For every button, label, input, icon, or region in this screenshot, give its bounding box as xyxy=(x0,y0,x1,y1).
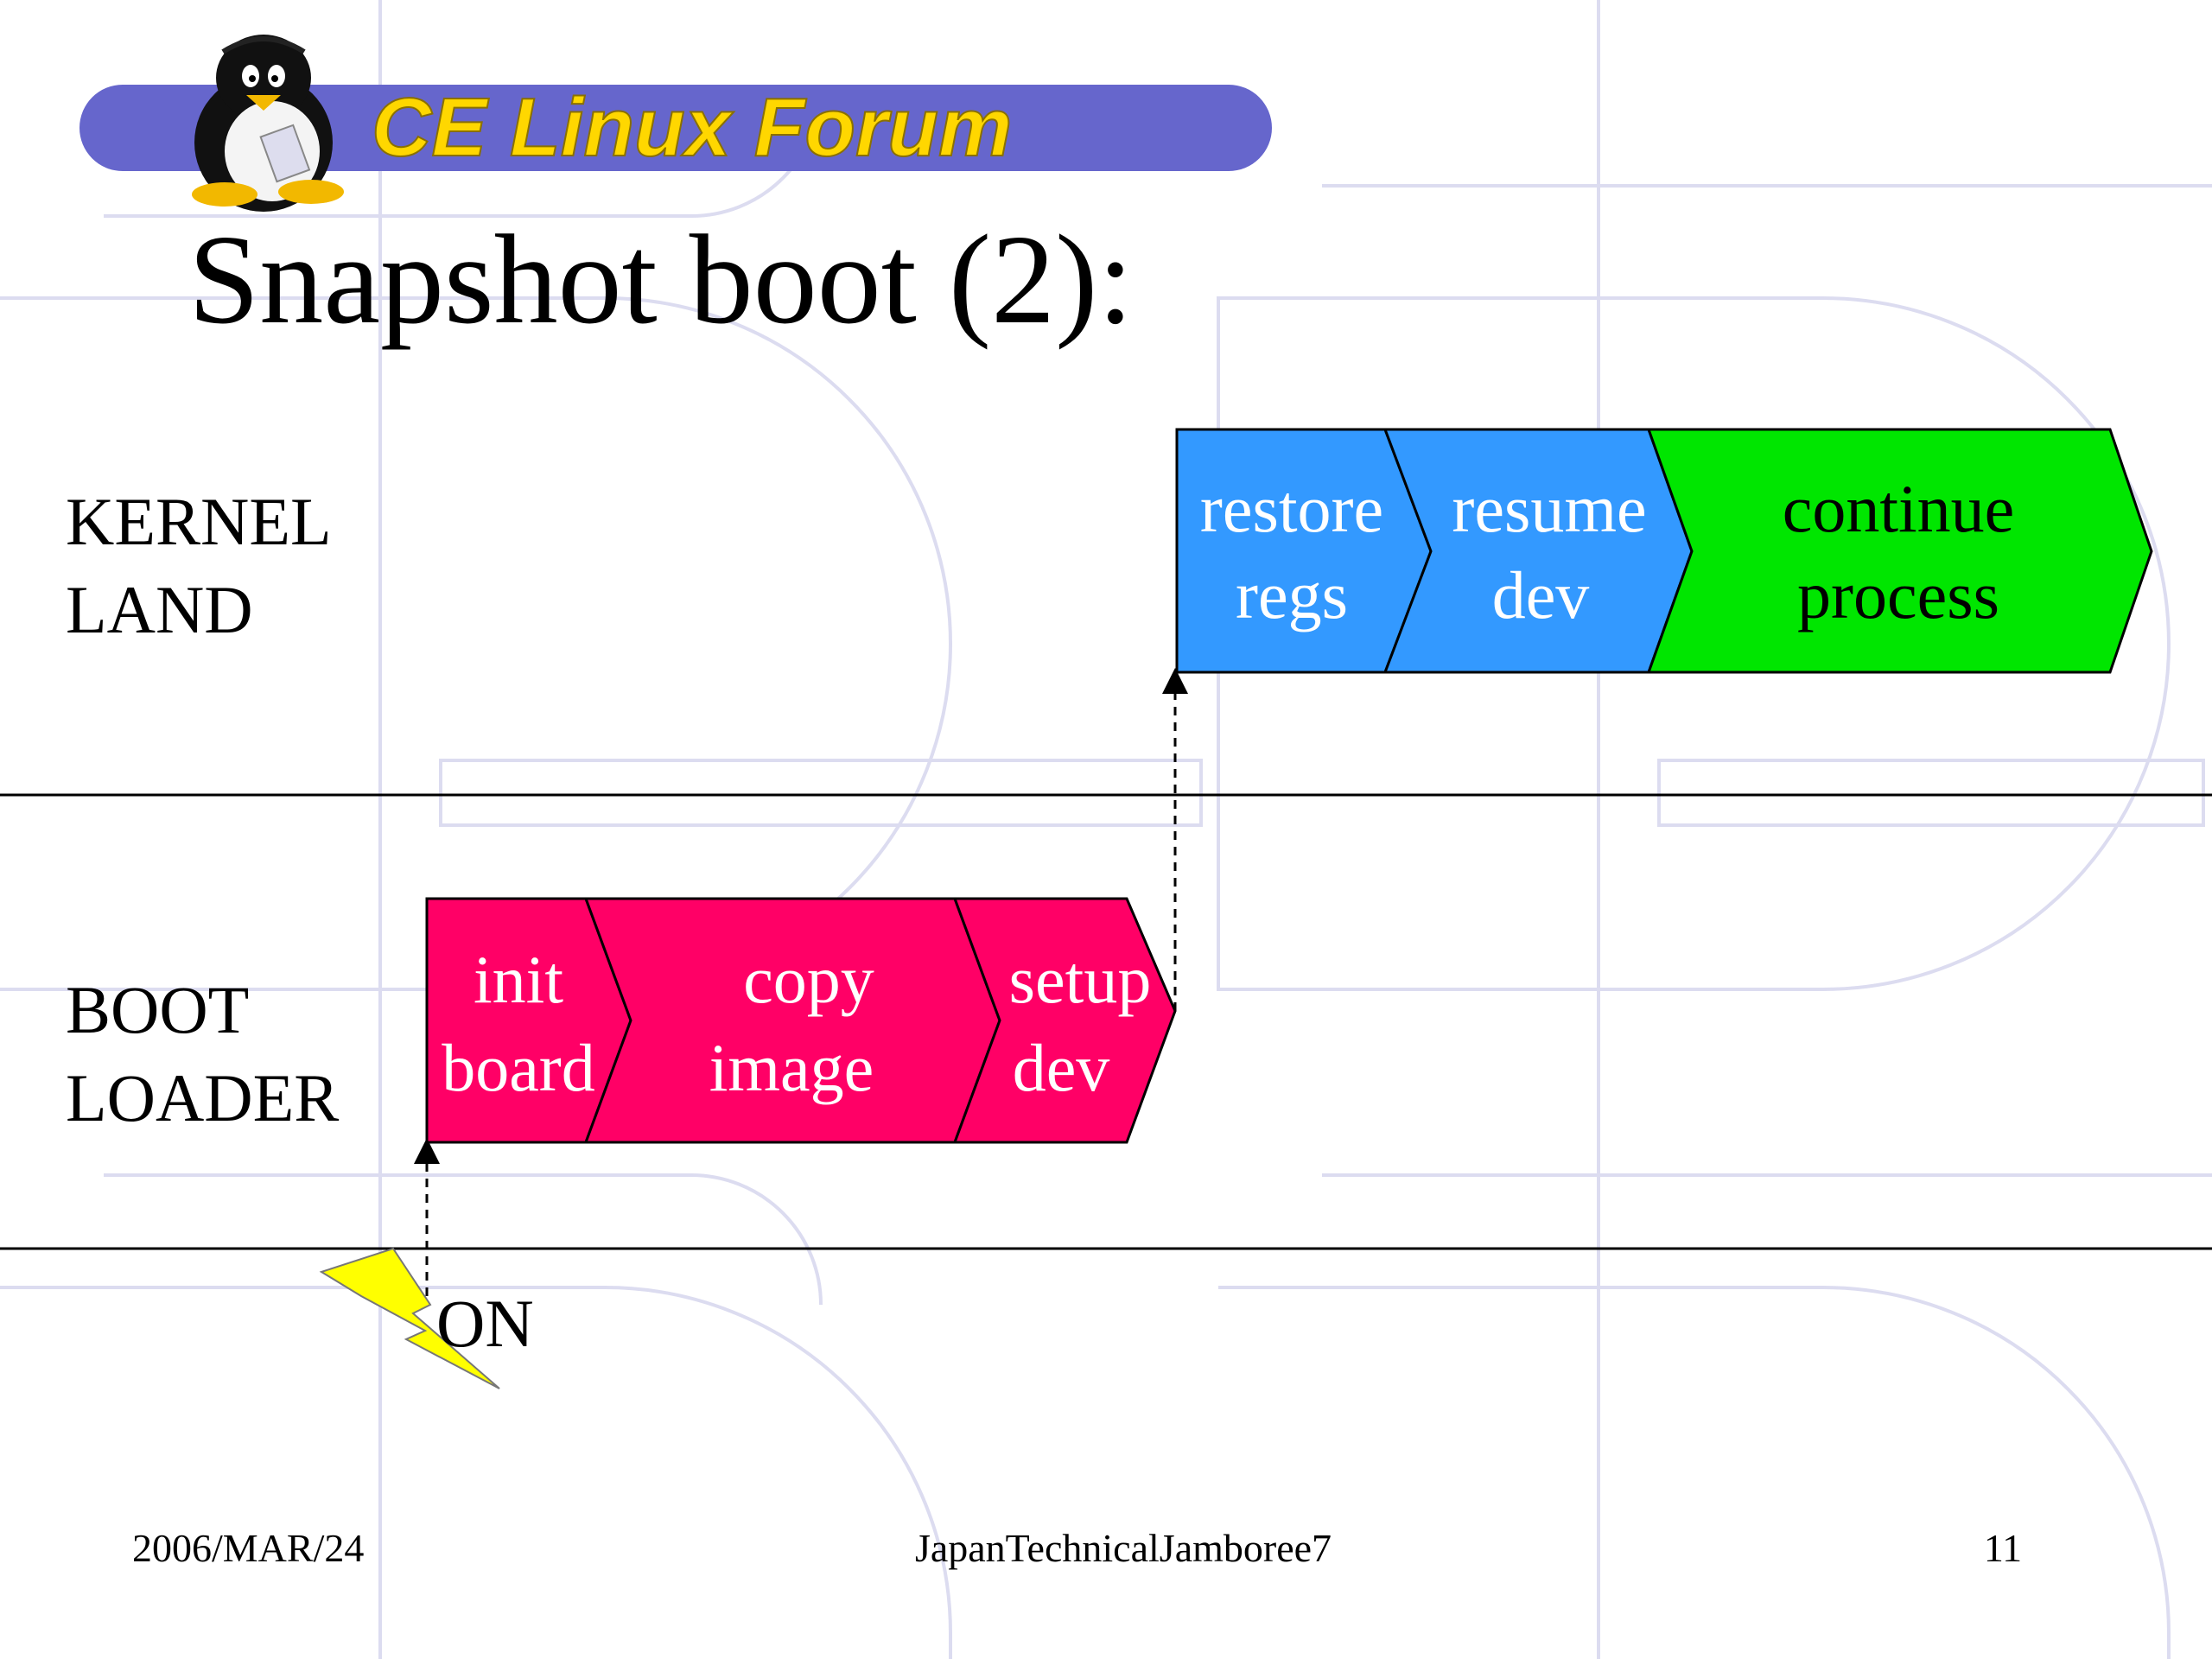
step-continue-process-line2: process xyxy=(1797,557,1999,632)
step-copy-image-line1: copy xyxy=(743,942,874,1017)
logo-banner xyxy=(79,85,1272,171)
boot-step-labels: init board copy image setup dev xyxy=(442,942,1151,1105)
step-resume-dev xyxy=(1382,428,1694,674)
footer-event: JapanTechnicalJamboree7 xyxy=(915,1526,1332,1570)
logo-text: CE Linux Forum xyxy=(372,81,1012,174)
step-copy-image-line2: image xyxy=(709,1030,874,1105)
power-on-label: ON xyxy=(436,1286,534,1361)
step-setup-dev-line1: setup xyxy=(1009,942,1152,1017)
slide-title: Snapshot boot (2): xyxy=(188,209,1134,351)
kernel-step-labels: restore regs resume dev continue process xyxy=(1200,471,2014,632)
step-restore-regs-line2: regs xyxy=(1236,557,1348,632)
penguin-icon xyxy=(192,35,344,212)
lane-label-kernel-line1: KERNEL xyxy=(66,484,332,559)
step-continue-process-line1: continue xyxy=(1783,471,2015,546)
step-resume-dev-line2: dev xyxy=(1492,557,1590,632)
step-setup-dev-line2: dev xyxy=(1013,1030,1110,1105)
step-resume-dev-line1: resume xyxy=(1452,471,1646,546)
step-init-board-line1: init xyxy=(474,942,563,1017)
lane-label-kernel-line2: LAND xyxy=(66,572,253,647)
footer-date: 2006/MAR/24 xyxy=(132,1526,364,1570)
step-copy-image xyxy=(583,897,1001,1144)
step-init-board-line2: board xyxy=(442,1030,595,1105)
ce-linux-forum-logo: CE Linux Forum xyxy=(79,35,1272,212)
lane-label-boot-line2: LOADER xyxy=(66,1060,339,1135)
step-setup-dev xyxy=(952,897,1177,1144)
footer-page-number: 11 xyxy=(1984,1526,2022,1570)
lane-label-boot: BOOT LOADER xyxy=(66,972,339,1135)
lane-label-boot-line1: BOOT xyxy=(66,972,249,1047)
step-restore-regs xyxy=(1175,428,1433,674)
lightning-bolt-icon xyxy=(319,1247,500,1389)
lane-label-kernel: KERNEL LAND xyxy=(66,484,332,647)
step-restore-regs-line1: restore xyxy=(1200,471,1383,546)
step-continue-process xyxy=(1646,428,2153,674)
boot-steps xyxy=(425,897,1177,1144)
kernel-steps xyxy=(1175,428,2153,674)
